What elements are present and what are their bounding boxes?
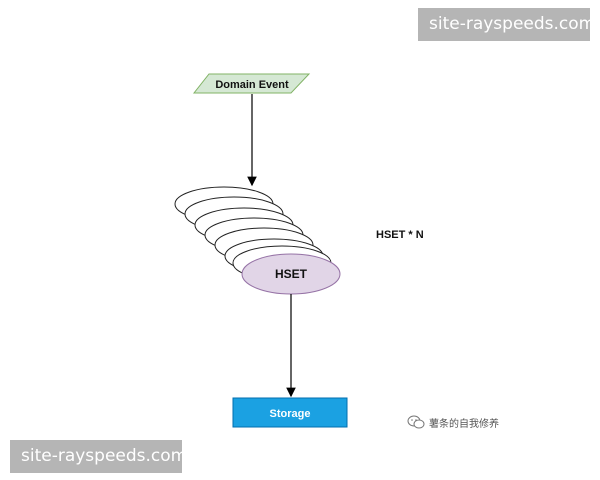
domain-event-node: Domain Event	[192, 73, 311, 94]
watermark-bottom: site-rayspeeds.com	[10, 440, 187, 473]
hset-label: HSET	[275, 267, 308, 281]
credit-text: 薯条的自我修养	[429, 418, 499, 430]
hset-repeat-label: HSET * N	[376, 229, 424, 241]
domain-event-shape	[192, 73, 311, 94]
wechat-icon	[407, 415, 425, 429]
domain-event-label: Domain Event	[215, 79, 289, 91]
watermark-top: site-rayspeeds.com	[418, 8, 595, 41]
author-credit: 薯条的自我修养	[407, 414, 499, 430]
storage-node: Storage	[232, 397, 348, 428]
hset-node: HSET	[241, 253, 341, 295]
storage-label: Storage	[270, 408, 311, 420]
storage-shape	[232, 397, 348, 428]
